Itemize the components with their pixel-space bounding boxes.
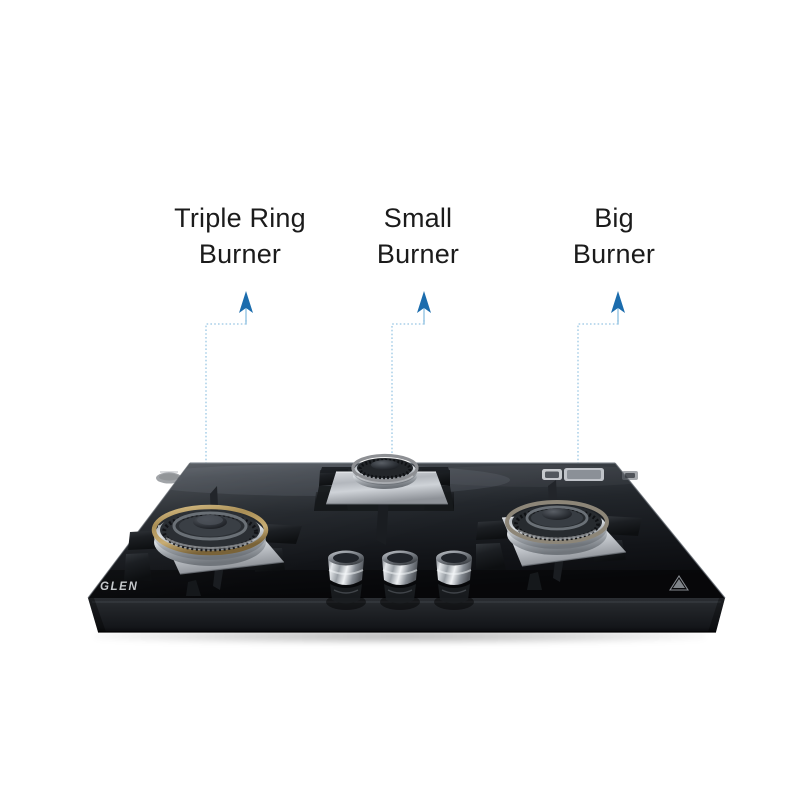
callout-label-triple-ring: Triple Ring Burner [160, 200, 320, 272]
burner-body-center [351, 453, 419, 489]
knob-left[interactable] [326, 550, 366, 611]
callout-label-big: Big Burner [567, 200, 661, 272]
knob-center[interactable] [380, 550, 420, 611]
leader-arrowhead [239, 291, 253, 313]
callout-label-line2: Burner [198, 239, 282, 269]
burner-cap-center [371, 460, 399, 470]
burner-big [476, 480, 642, 590]
leader-path [391, 320, 425, 466]
leader-path [205, 320, 247, 560]
leader-path [577, 320, 619, 514]
brass-ring [151, 504, 269, 556]
callout-label-line2: Burner [376, 239, 460, 269]
callout-label-small: Small Burner [365, 200, 471, 272]
leader-arrowhead [417, 291, 431, 313]
callout-label-line1: Triple Ring [174, 203, 306, 233]
burner-body-right [505, 500, 609, 555]
burner-triple-ring [124, 486, 302, 596]
callout-label-line1: Big [594, 203, 634, 233]
pan-support-right [476, 480, 642, 590]
burner-small [314, 453, 454, 545]
gas-hob-cooktop: GLEN [70, 450, 730, 645]
burner-cap-right [542, 508, 572, 520]
brand-mark: GLEN [100, 581, 138, 593]
ring-accent-right [505, 500, 609, 544]
oval-emblem-icon [156, 471, 182, 484]
knob-row [326, 550, 474, 611]
callout-label-line2: Burner [572, 239, 656, 269]
leader-arrowhead [611, 291, 625, 313]
control-panel[interactable] [542, 468, 638, 481]
leader-line-triple-ring [180, 288, 270, 563]
callout-label-line1: Small [383, 203, 453, 233]
burner-body-left [151, 504, 269, 566]
knob-right[interactable] [434, 550, 474, 611]
triangle-mark-icon [668, 574, 690, 591]
